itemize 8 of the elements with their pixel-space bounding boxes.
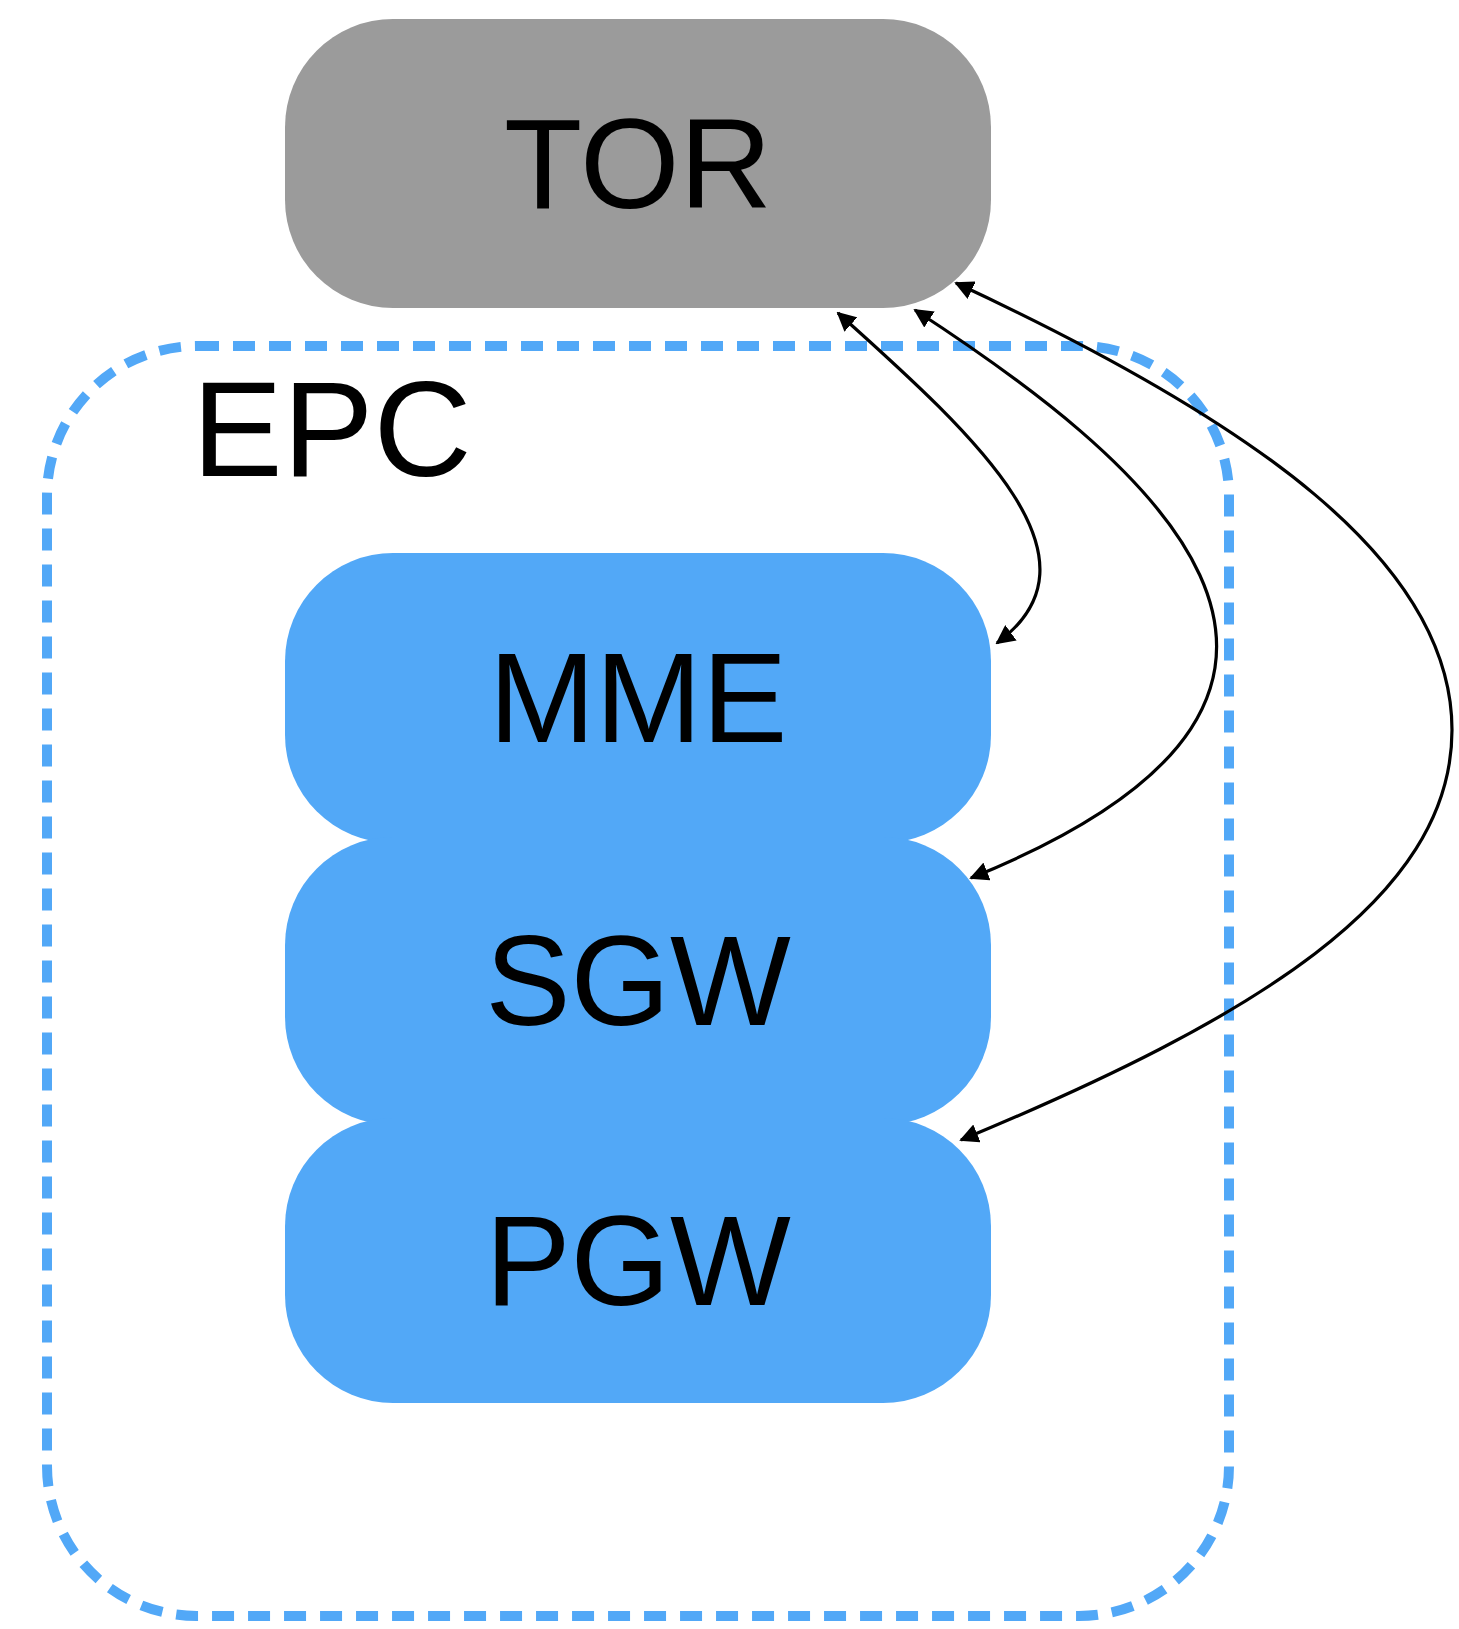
box-label: PGW: [485, 1196, 791, 1325]
double-headed-arrow: [836, 311, 1042, 645]
group-title: EPC: [192, 361, 472, 497]
double-headed-arrow: [954, 281, 1454, 1143]
box-label: MME: [488, 634, 788, 762]
double-headed-arrow: [913, 308, 1217, 880]
box-label: SGW: [485, 917, 791, 1045]
box-label: TOR: [504, 99, 772, 228]
